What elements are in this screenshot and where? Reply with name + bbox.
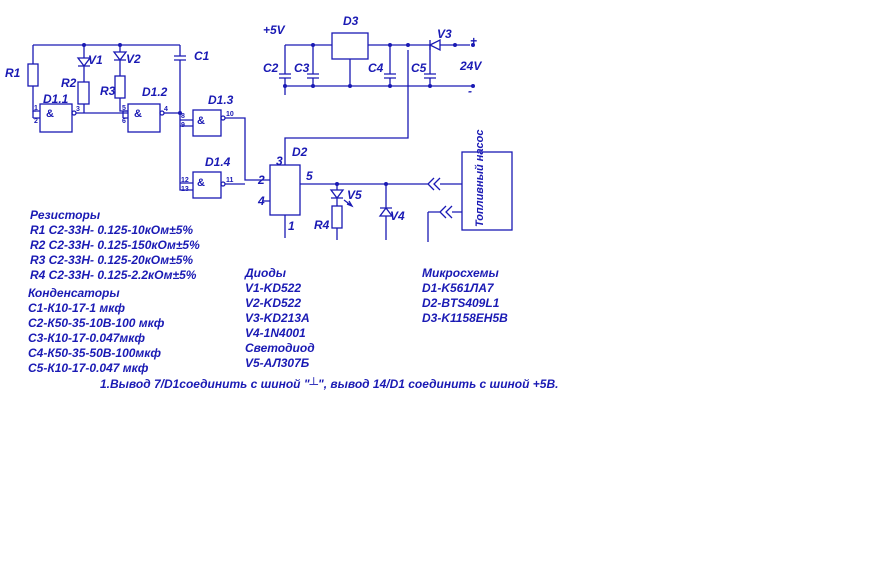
label-c1: C1 <box>194 49 210 63</box>
label-d2-pin2: 2 <box>257 173 265 187</box>
resistor-r2 <box>77 81 90 105</box>
gate-d1-2-symbol: & <box>134 108 142 120</box>
resistor-r3 <box>114 75 126 99</box>
diode-v2 <box>112 51 128 62</box>
diode-spec: V3-KD213A <box>245 311 310 325</box>
label-v4: V4 <box>390 209 405 223</box>
label-d1-4: D1.4 <box>205 155 231 169</box>
label-c2: C2 <box>263 61 279 75</box>
chips-title: Микросхемы <box>422 266 499 280</box>
label-c4: C4 <box>368 61 384 75</box>
gate-d1-3-symbol: & <box>197 115 205 127</box>
svg-text:12: 12 <box>181 177 189 184</box>
label-v5: V5 <box>347 188 362 202</box>
resistor-spec: R2 С2-33Н- 0.125-150кОм±5% <box>30 238 200 252</box>
diode-v3 <box>428 38 441 52</box>
led-spec: V5-АЛ307Б <box>245 356 310 370</box>
label-c3: C3 <box>294 61 310 75</box>
label-r1: R1 <box>5 66 21 80</box>
svg-text:1: 1 <box>34 105 38 112</box>
svg-text:5: 5 <box>122 105 126 112</box>
label-d2-pin5: 5 <box>306 169 313 183</box>
gate-d1-1-symbol: & <box>46 108 54 120</box>
capacitor-spec: С2-К50-35-10В-100 мкф <box>28 316 165 330</box>
diodes-title: Диоды <box>245 266 286 280</box>
led-v5 <box>329 189 345 200</box>
svg-text:3: 3 <box>76 106 80 113</box>
svg-text:10: 10 <box>226 111 234 118</box>
resistor-r1 <box>27 63 39 87</box>
gate-d1-3 <box>192 109 222 137</box>
svg-text:2: 2 <box>34 118 38 125</box>
svg-text:6: 6 <box>122 118 126 125</box>
fuel-pump-box <box>461 151 513 231</box>
pump-connector-top <box>415 177 462 191</box>
capacitor-c1 <box>174 55 186 61</box>
diode-spec: V4-1N4001 <box>245 326 306 340</box>
gate-d1-1 <box>39 103 73 133</box>
label-v2: V2 <box>126 52 141 66</box>
resistors-list: Резисторы R1 С2-33Н- 0.125-10кОм±5% R2 С… <box>30 208 200 283</box>
regulator-d3 <box>331 32 369 60</box>
capacitor-spec: С5-К10-17-0.047 мкф <box>28 361 149 375</box>
resistor-r4 <box>331 205 343 229</box>
label-d2-pin4: 4 <box>257 194 265 208</box>
chip-spec: D2-BTS409L1 <box>422 296 500 310</box>
gate-d1-4-symbol: & <box>197 177 205 189</box>
label-d1-2: D1.2 <box>142 85 168 99</box>
label-r4: R4 <box>314 218 330 232</box>
label-plus: + <box>470 34 477 48</box>
capacitors-list: Конденсаторы С1-К10-17-1 мкф С2-К50-35-1… <box>28 286 164 376</box>
led-title: Светодиод <box>245 341 315 355</box>
label-r3: R3 <box>100 84 116 98</box>
label-v3: V3 <box>437 27 452 41</box>
svg-text:8: 8 <box>181 113 185 120</box>
label-fuel-pump: Топливный насос <box>474 130 486 227</box>
label-d1-3: D1.3 <box>208 93 234 107</box>
label-d3: D3 <box>343 14 359 28</box>
chip-d2 <box>269 164 301 216</box>
pump-connector-bottom <box>427 205 462 242</box>
gate-d1-2 <box>127 103 161 133</box>
label-24v: 24V <box>459 59 482 73</box>
label-plus-5v: +5V <box>263 23 286 37</box>
svg-text:13: 13 <box>181 186 189 193</box>
resistor-spec: R1 С2-33Н- 0.125-10кОм±5% <box>30 223 194 237</box>
label-minus: - <box>468 84 472 98</box>
diodes-list: Диоды V1-KD522 V2-KD522 V3-KD213A V4-1N4… <box>245 266 315 371</box>
capacitor-spec: С3-К10-17-0.047мкф <box>28 331 146 345</box>
resistor-spec: R4 С2-33Н- 0.125-2.2кОм±5% <box>30 268 197 282</box>
capacitors-title: Конденсаторы <box>28 286 120 300</box>
capacitor-spec: С1-К10-17-1 мкф <box>28 301 125 315</box>
svg-text:4: 4 <box>164 106 168 113</box>
chip-spec: D3-K1158EH5B <box>422 311 508 325</box>
chips-list: Микросхемы D1-K561ЛА7 D2-BTS409L1 D3-K11… <box>422 266 508 326</box>
chip-spec: D1-K561ЛА7 <box>422 281 494 295</box>
label-d2: D2 <box>292 145 308 159</box>
label-d2-pin1: 1 <box>288 219 295 233</box>
label-d1-1: D1.1 <box>43 92 69 106</box>
footnote: 1.Вывод 7/D1соединить с шиной "┴", вывод… <box>100 377 559 391</box>
svg-text:11: 11 <box>226 177 234 184</box>
diode-spec: V2-KD522 <box>245 296 302 310</box>
diode-spec: V1-KD522 <box>245 281 302 295</box>
svg-text:9: 9 <box>181 122 185 129</box>
label-d2-pin3: 3 <box>276 154 283 168</box>
label-v1: V1 <box>88 53 103 67</box>
capacitor-spec: С4-К50-35-50В-100мкф <box>28 346 162 360</box>
label-r2: R2 <box>61 76 77 90</box>
resistors-title: Резисторы <box>30 208 101 222</box>
label-c5: C5 <box>411 61 427 75</box>
resistor-spec: R3 С2-33Н- 0.125-20кОм±5% <box>30 253 194 267</box>
